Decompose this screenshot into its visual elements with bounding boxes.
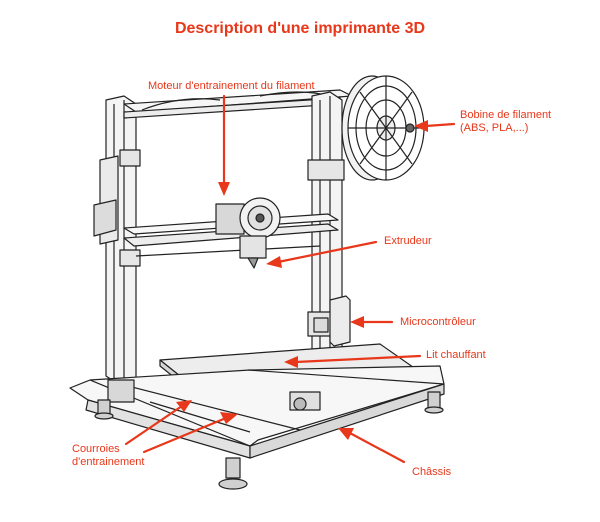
extruder-assembly [215,197,281,269]
label-extrudeur: Extrudeur [384,235,432,247]
label-courroies-line2: d'entrainement [72,456,145,468]
label-courroies-line1: Courroies [72,443,120,455]
arrow-extrudeur [266,240,378,268]
arrow-lit [284,354,422,368]
filament-spool [341,75,425,181]
arrow-courroies-1 [124,400,192,446]
arrow-moteur [218,94,230,196]
base-chassis [69,365,445,459]
feet [94,391,444,490]
label-bobine-line1: Bobine de filament [460,109,552,121]
label-chassis: Châssis [412,466,452,478]
arrow-chassis [338,428,406,464]
arrow-courroies-2 [142,412,238,454]
label-bobine: Bobine de filament (ABS, PLA,...) [460,109,551,135]
diagram-title: Description d'une imprimante 3D [174,20,426,37]
label-bobine-line2: (ABS, PLA,...) [460,122,529,134]
label-lit: Lit chauffant [426,349,486,361]
label-courroies: Courroies d'entrainement [72,443,144,469]
controller-box [313,295,351,347]
label-microcontroleur: Microcontrôleur [400,316,476,328]
arrow-bobine [414,120,456,132]
arrow-microcontroleur [350,316,394,328]
left-upright [93,95,141,385]
label-moteur: Moteur d'entrainement du filament [148,80,315,92]
